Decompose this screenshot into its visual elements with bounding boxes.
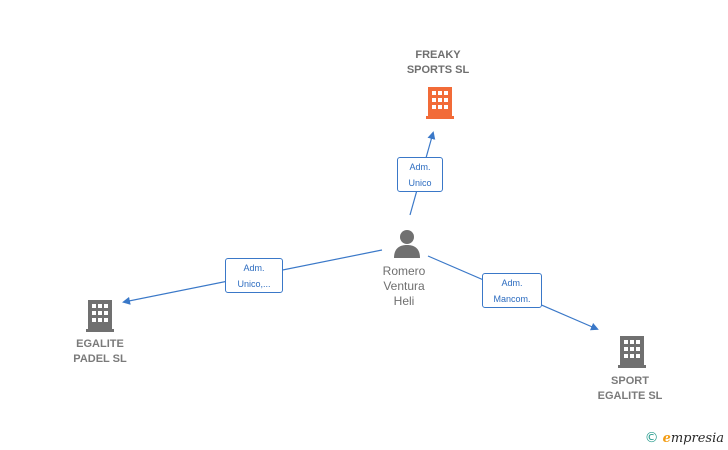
role-label-adm-unico-more[interactable]: Adm. Unico,... — [225, 258, 283, 293]
person-name-romero-ventura-heli[interactable]: Romero Ventura Heli — [382, 264, 426, 308]
company-name-egalite-padel[interactable]: EGALITE PADEL SL — [73, 338, 127, 365]
company-name-freaky-sports[interactable]: FREAKY SPORTS SL — [406, 49, 470, 76]
person-icon[interactable] — [392, 228, 422, 258]
empresia-logo: © e mpresia — [645, 430, 724, 446]
copyright-symbol: © — [644, 430, 659, 446]
building-icon[interactable] — [424, 85, 456, 119]
building-icon[interactable] — [84, 298, 116, 332]
role-label-adm-mancom[interactable]: Adm. Mancom. — [482, 273, 542, 308]
building-icon[interactable] — [616, 334, 648, 368]
role-label-adm-unico[interactable]: Adm. Unico — [397, 157, 443, 192]
company-name-sport-egalite[interactable]: SPORT EGALITE SL — [597, 375, 663, 402]
brand-initial: e — [662, 430, 671, 446]
brand-name: mpresia — [670, 430, 724, 446]
